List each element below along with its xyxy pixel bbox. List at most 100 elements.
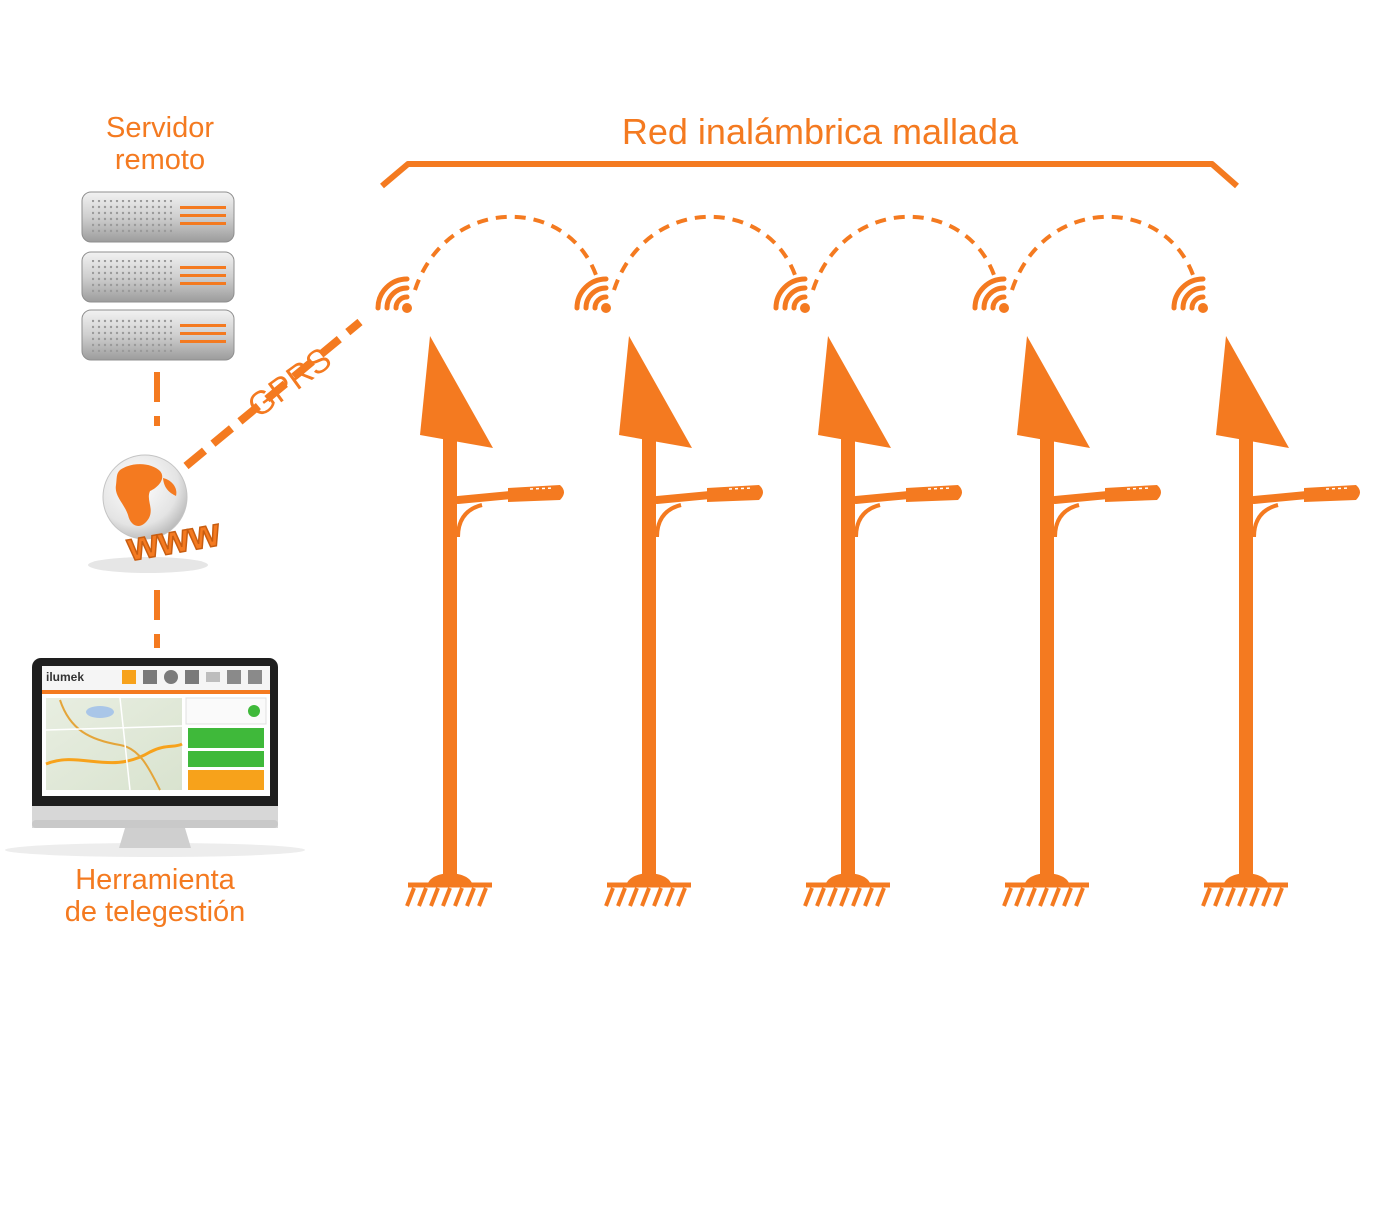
home-icon <box>122 670 136 684</box>
lamp-head-detail <box>1325 487 1351 490</box>
www-logo-text: www <box>123 510 224 570</box>
ground-hatch <box>640 887 651 907</box>
ground-hatch <box>1074 887 1085 907</box>
tool-label-line1: Herramienta <box>75 864 235 896</box>
lamp-bracket <box>456 503 483 538</box>
lamp-base <box>826 873 870 883</box>
ground-hatch <box>417 887 428 907</box>
lamp-head <box>906 485 962 502</box>
mesh-bracket <box>380 161 1239 189</box>
ground-hatch <box>465 887 476 907</box>
server-icon <box>81 191 235 361</box>
mesh-links <box>413 214 1195 291</box>
clock-icon <box>164 670 178 684</box>
screen-brand: ilumek <box>46 670 85 684</box>
server-unit <box>81 251 235 303</box>
lamp-pole <box>841 425 855 883</box>
ground-hatch <box>1014 887 1025 907</box>
ground-hatch <box>1050 887 1061 907</box>
lamp-pole <box>1239 425 1253 883</box>
wifi-signal-icon <box>574 276 611 313</box>
ground-hatch <box>1225 887 1236 907</box>
ground-hatch <box>477 887 488 907</box>
ground-hatch <box>815 887 826 907</box>
lamp-arm <box>653 491 714 504</box>
ground-hatch <box>1237 887 1248 907</box>
ground-hatch <box>1026 887 1037 907</box>
gprs-link <box>183 318 363 470</box>
lamp-arm <box>1250 491 1311 504</box>
street-lamp-icon <box>375 276 564 907</box>
lamp-head <box>1304 485 1360 502</box>
lamp-base <box>627 873 671 883</box>
lamp-head-detail <box>529 487 555 490</box>
lamp-base <box>1025 873 1069 883</box>
lamp-base <box>428 873 472 883</box>
ground-hatch <box>676 887 687 907</box>
ground-hatch <box>652 887 663 907</box>
street-lamp-icon <box>574 276 763 907</box>
ground-hatch <box>628 887 639 907</box>
server-unit <box>81 309 235 361</box>
lamp-bracket <box>854 503 881 538</box>
ground-hatch <box>1273 887 1284 907</box>
mesh-link <box>811 214 996 291</box>
lamp-bracket <box>1252 503 1279 538</box>
ground-hatch <box>616 887 627 907</box>
lamp-pole <box>642 425 656 883</box>
ground-hatch <box>664 887 675 907</box>
lamp-head <box>508 485 564 502</box>
ground-hatch <box>1002 887 1013 907</box>
server-label-line1: Servidor <box>106 112 214 144</box>
ground-hatch <box>827 887 838 907</box>
lamp-head-detail <box>1126 487 1152 490</box>
mesh-link <box>413 214 598 291</box>
lamp-pole <box>1040 425 1054 883</box>
antenna-arrow <box>420 336 493 448</box>
wifi-signal-icon <box>972 276 1009 313</box>
tool-label-line2: de telegestión <box>64 896 246 929</box>
server-label-line2: remoto <box>114 144 206 177</box>
ground-hatch <box>1213 887 1224 907</box>
ground-hatch <box>863 887 874 907</box>
ground-hatch <box>1038 887 1049 907</box>
server-label: Servidor remoto <box>40 112 280 177</box>
ground-hatch <box>441 887 452 907</box>
monitor-icon <box>5 658 305 857</box>
mesh-link <box>612 214 797 291</box>
ground-hatch <box>839 887 850 907</box>
lamp-head-detail <box>728 487 754 490</box>
ground-hatch <box>453 887 464 907</box>
street-lamp-icon <box>773 276 962 907</box>
lamp-arm <box>852 491 913 504</box>
wifi-signal-icon <box>773 276 810 313</box>
server-unit <box>81 191 235 243</box>
ground-hatch <box>851 887 862 907</box>
lamp-head-detail <box>927 487 953 490</box>
street-lamp-icon <box>1171 276 1360 907</box>
antenna-arrow <box>619 336 692 448</box>
ground-hatch <box>405 887 416 907</box>
ground-hatch <box>429 887 440 907</box>
antenna-arrow <box>1017 336 1090 448</box>
lamp-bracket <box>1053 503 1080 538</box>
street-lamp-icon <box>972 276 1161 907</box>
globe-icon <box>88 454 208 573</box>
antenna-arrow <box>818 336 891 448</box>
ground-hatch <box>875 887 886 907</box>
lamp-head <box>707 485 763 502</box>
lamp-arm <box>454 491 515 504</box>
lamp-head <box>1105 485 1161 502</box>
ground-hatch <box>803 887 814 907</box>
ground-hatch <box>1261 887 1272 907</box>
lamp-pole <box>443 425 457 883</box>
ground-hatch <box>1062 887 1073 907</box>
ground-hatch <box>604 887 615 907</box>
mesh-nodes <box>375 276 1360 907</box>
ground-hatch <box>1201 887 1212 907</box>
antenna-arrow <box>1216 336 1289 448</box>
wifi-signal-icon <box>1171 276 1208 313</box>
mesh-title: Red inalámbrica mallada <box>621 111 1019 152</box>
